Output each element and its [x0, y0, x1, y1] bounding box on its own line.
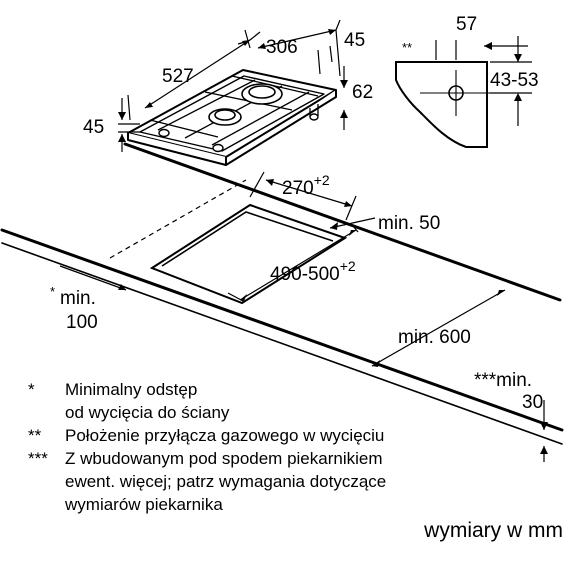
footnotes: * Minimalny odstęp od wycięcia do ściany…: [28, 378, 528, 516]
footnote-3: *** Z wbudowanym pod spodem piekarnikiem…: [28, 447, 528, 516]
dim-270: 270+2: [282, 172, 330, 199]
dim-min-30-label: ***min.: [474, 370, 532, 391]
dim-490-500: 490-500+2: [270, 258, 356, 285]
dim-490-500-base: 490-500: [270, 264, 340, 285]
footnote-marker: *: [28, 380, 35, 399]
dim-min-100-label: min.: [60, 288, 96, 309]
footnote-line: wymiarów piekarnika: [65, 495, 223, 514]
hob-dimension-lines: [118, 19, 345, 152]
dim-min-30-value: 30: [522, 392, 543, 413]
dim-490-500-tolerance: +2: [340, 258, 356, 274]
footnote-marker: ***: [28, 449, 48, 468]
units-label: wymiary w mm: [424, 519, 563, 542]
detail-marker: **: [402, 40, 412, 55]
detail-arrowheads: [484, 42, 522, 101]
footnote-line: od wycięcia do ściany: [65, 403, 230, 422]
gas-connection-detail: [395, 36, 532, 148]
dim-min-100-value: 100: [66, 312, 98, 333]
dim-62: 62: [352, 82, 373, 103]
footnote-1: * Minimalny odstęp od wycięcia do ściany: [28, 378, 528, 424]
footnote-2: ** Położenie przyłącza gazowego w wycięc…: [28, 424, 528, 447]
footnote-text: Z wbudowanym pod spodem piekarnikiem ewe…: [65, 447, 386, 516]
dim-min-600: min. 600: [398, 327, 471, 348]
dim-527: 527: [162, 66, 194, 87]
arrowheads: [118, 29, 548, 454]
footnote-text: Minimalny odstęp od wycięcia do ściany: [65, 378, 229, 424]
footnote-line: Położenie przyłącza gazowego w wycięciu: [65, 426, 385, 445]
dim-min-100-marker: *: [50, 284, 55, 299]
dim-45-top: 45: [344, 30, 365, 51]
countertop: [0, 142, 564, 445]
dim-43-53: 43-53: [490, 70, 539, 91]
dim-min-50: min. 50: [378, 213, 440, 234]
dim-306: 306: [266, 37, 298, 58]
control-knobs: [158, 104, 319, 153]
dim-57: 57: [456, 14, 477, 35]
footnote-line: ewent. więcej; patrz wymagania dotyczące: [65, 472, 387, 491]
countertop-dimension-lines: [59, 171, 545, 462]
footnote-line: Z wbudowanym pod spodem piekarnikiem: [65, 449, 383, 468]
footnote-marker: **: [28, 426, 42, 445]
cutout: [149, 203, 348, 305]
dim-270-base: 270: [282, 178, 314, 199]
wall-reference-dashed-line: [109, 179, 247, 259]
burner-small: [208, 108, 242, 126]
dim-270-tolerance: +2: [314, 172, 330, 188]
footnote-text: Położenie przyłącza gazowego w wycięciu: [65, 424, 384, 447]
dim-45-left: 45: [83, 117, 104, 138]
footnote-line: Minimalny odstęp: [65, 380, 198, 399]
burner-large: [241, 83, 283, 105]
